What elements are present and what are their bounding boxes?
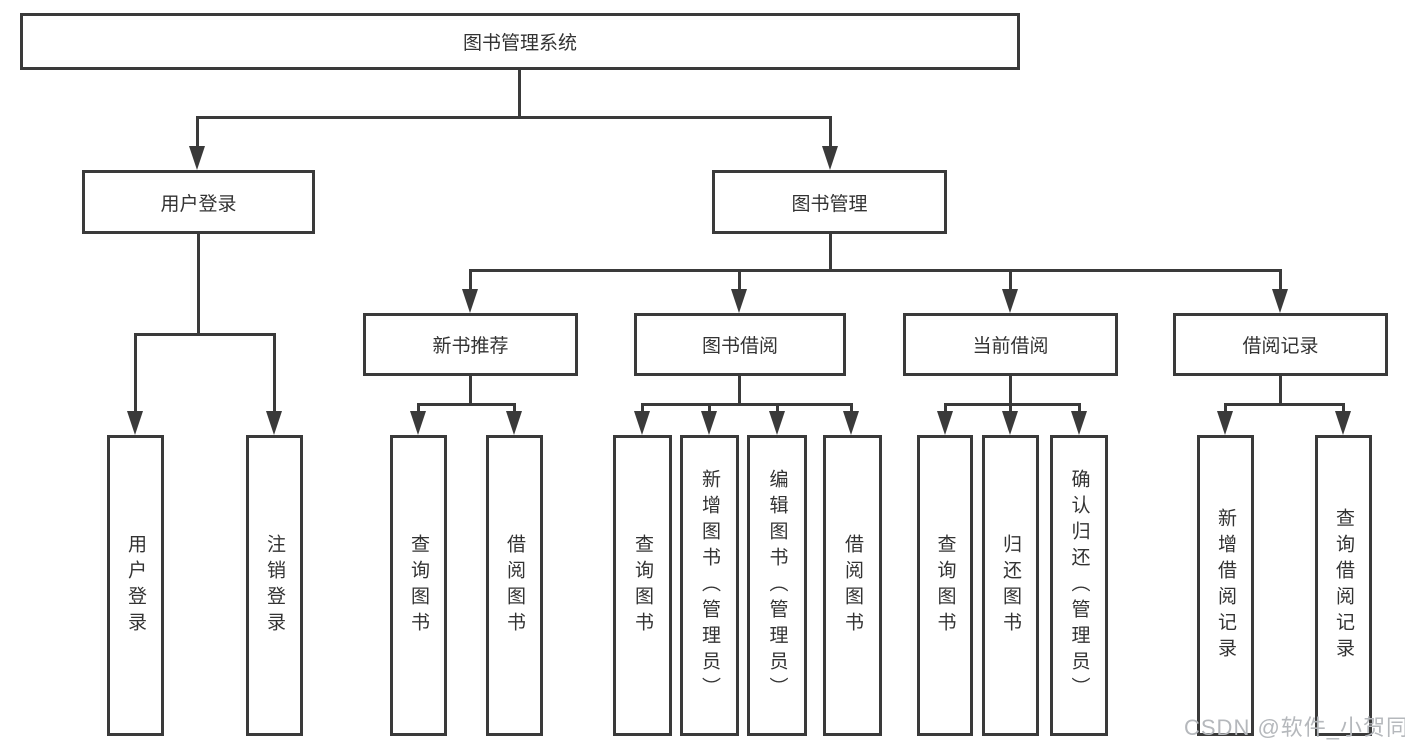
arrowhead-new-books [462,289,478,313]
node-cb-confirm-label: 确认归还（管理员） [1068,468,1090,703]
arrowhead-book-borrow [731,289,747,313]
node-new-books-label: 新书推荐 [432,336,509,357]
node-book-borrow: 图书借阅 [634,313,846,376]
arrowhead-bb-borrow [843,411,859,435]
arrowhead-bb-edit [769,411,785,435]
node-book-mgmt-label: 图书管理 [791,193,868,215]
connector-bookborrow-down [738,376,741,406]
node-nb-query-label: 查询图书 [408,533,429,638]
arrowhead-current-borrow [1002,289,1018,313]
node-user-login-label: 用户登录 [160,193,237,215]
node-cb-return-label: 归还图书 [1000,533,1021,638]
node-bb-borrow: 借阅图书 [823,435,882,736]
node-br-add: 新增借阅记录 [1197,435,1254,736]
connector-borrowrecords-down [1279,376,1282,406]
connector-stem-br-add [1224,403,1227,415]
connector-stem-leaf-user-login [134,333,137,413]
node-cb-query: 查询图书 [917,435,973,736]
connector-stem-current-borrow [1009,269,1012,293]
node-borrow-records: 借阅记录 [1173,313,1388,376]
connector-newbooks-bar [417,403,516,406]
connector-stem-br-query [1342,403,1345,415]
node-leaf-user-login: 用户登录 [107,435,164,736]
node-root: 图书管理系统 [20,13,1020,70]
node-current-borrow: 当前借阅 [903,313,1118,376]
node-br-add-label: 新增借阅记录 [1215,507,1236,664]
connector-stem-leaf-logout [273,333,276,413]
node-nb-query: 查询图书 [390,435,447,736]
arrowhead-nb-query [410,411,426,435]
node-leaf-logout-label: 注销登录 [264,533,285,638]
connector-bookmgmt-bar [469,269,1282,272]
connector-bookborrow-bar [641,403,853,406]
node-cb-query-label: 查询图书 [934,533,956,638]
arrowhead-user-login [189,146,205,170]
node-bb-edit-label: 编辑图书（管理员） [766,468,788,703]
connector-root-bar [196,116,832,119]
node-nb-borrow-label: 借阅图书 [504,533,525,638]
node-bb-add: 新增图书（管理员） [680,435,739,736]
csdn-watermark: CSDN @软件_小贺同学 [1184,715,1405,740]
node-book-mgmt: 图书管理 [712,170,947,234]
node-cb-return: 归还图书 [982,435,1039,736]
arrowhead-bb-query [634,411,650,435]
connector-currentborrow-bar [944,403,1081,406]
connector-stem-bb-query [641,403,644,415]
connector-stem-cb-confirm [1078,403,1081,415]
connector-stem-bb-edit [776,403,779,415]
arrowhead-leaf-user-login [127,411,143,435]
node-br-query: 查询借阅记录 [1315,435,1372,736]
connector-stem-bb-add [708,403,711,415]
connector-stem-new-books [469,269,472,293]
arrowhead-borrow-records [1272,289,1288,313]
node-nb-borrow: 借阅图书 [486,435,543,736]
arrowhead-cb-query [937,411,953,435]
node-br-query-label: 查询借阅记录 [1333,507,1354,664]
arrowhead-br-add [1217,411,1233,435]
node-bb-borrow-label: 借阅图书 [842,533,863,638]
arrowhead-leaf-logout [266,411,282,435]
connector-stem-book-borrow [738,269,741,293]
arrowhead-cb-return [1002,411,1018,435]
node-current-borrow-label: 当前借阅 [972,336,1049,357]
connector-stem-cb-query [944,403,947,415]
arrowhead-book-mgmt [822,146,838,170]
connector-stem-nb-query [417,403,420,415]
arrowhead-bb-add [701,411,717,435]
node-user-login: 用户登录 [82,170,315,234]
connector-stem-bb-borrow [850,403,853,415]
node-new-books: 新书推荐 [363,313,578,376]
node-bb-edit: 编辑图书（管理员） [747,435,807,736]
connector-bookmgmt-down [829,234,832,272]
connector-userlogin-down [197,234,200,336]
node-book-borrow-label: 图书借阅 [701,336,778,357]
connector-borrowrecords-bar [1224,403,1345,406]
connector-root-down [518,69,521,118]
node-bb-query-label: 查询图书 [632,533,653,638]
connector-newbooks-down [469,376,472,406]
node-bb-query: 查询图书 [613,435,672,736]
node-root-label: 图书管理系统 [462,33,577,54]
connector-currentborrow-down [1009,376,1012,406]
connector-userlogin-bar [134,333,276,336]
node-cb-confirm: 确认归还（管理员） [1050,435,1108,736]
connector-stem-nb-borrow [513,403,516,415]
node-leaf-user-login-label: 用户登录 [125,533,146,638]
connector-stem-user-login [196,116,199,149]
connector-stem-book-mgmt [829,116,832,149]
arrowhead-nb-borrow [506,411,522,435]
arrowhead-cb-confirm [1071,411,1087,435]
connector-stem-cb-return [1009,403,1012,415]
node-leaf-logout: 注销登录 [246,435,303,736]
connector-stem-borrow-records [1279,269,1282,293]
node-bb-add-label: 新增图书（管理员） [699,468,720,703]
node-borrow-records-label: 借阅记录 [1242,336,1319,357]
arrowhead-br-query [1335,411,1351,435]
